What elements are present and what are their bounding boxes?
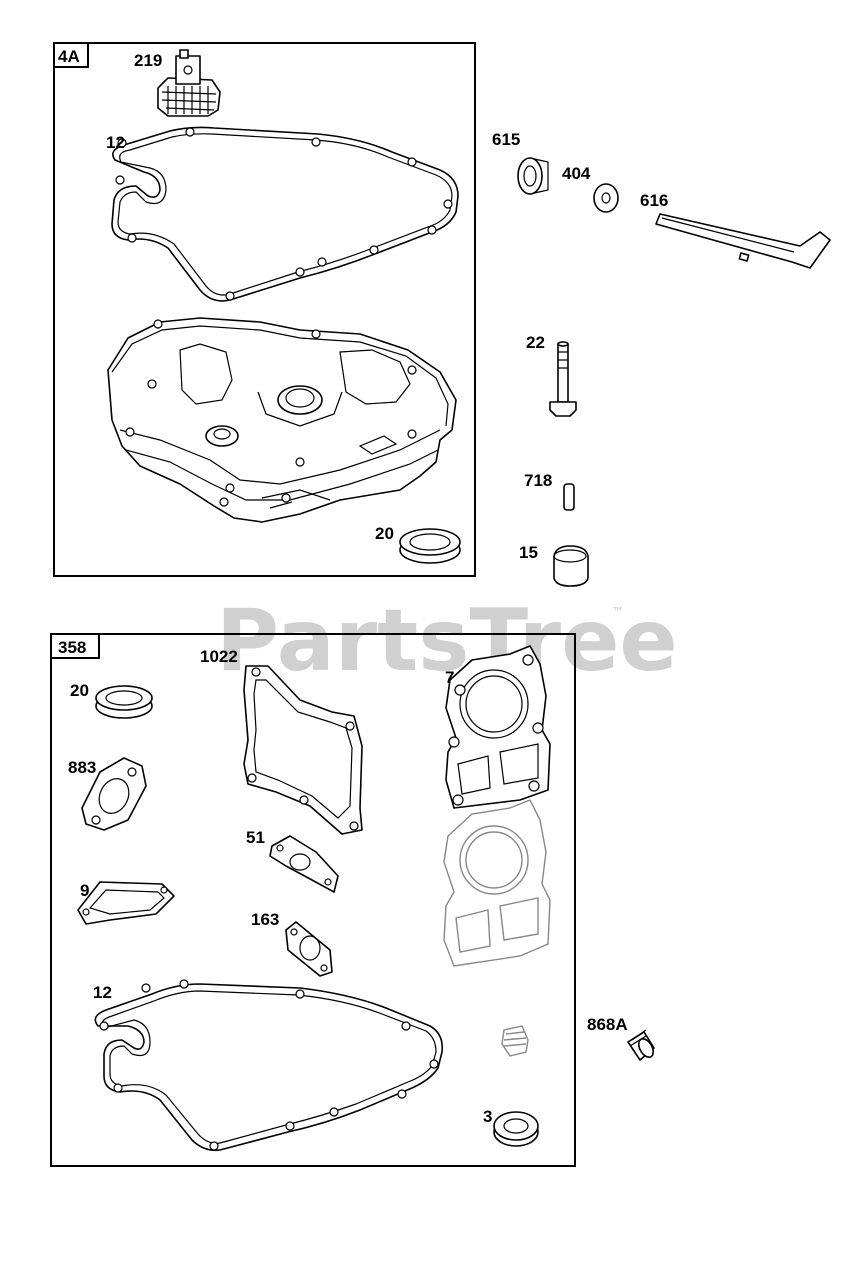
box-358: 358 (50, 633, 576, 1167)
label-163: 163 (251, 910, 279, 929)
part-9-gasket[interactable] (77, 881, 175, 925)
part-615-grommet[interactable] (517, 157, 549, 195)
part-404-washer[interactable] (593, 183, 619, 213)
part-spring-reference (501, 1025, 529, 1057)
label-51: 51 (246, 828, 265, 847)
part-718-dowel-pin[interactable] (563, 483, 575, 511)
box-4a: 4A (53, 42, 476, 577)
label-7: 7 (445, 668, 454, 687)
part-15-cap[interactable] (553, 545, 589, 587)
part-51-gasket[interactable] (269, 835, 339, 893)
label-219: 219 (134, 51, 162, 70)
label-20-top: 20 (375, 524, 394, 543)
label-3: 3 (483, 1107, 492, 1126)
part-22-bolt[interactable] (549, 341, 577, 417)
part-1022-valve-cover-gasket[interactable] (243, 665, 363, 835)
box-tag-4a: 4A (58, 47, 80, 66)
label-615: 615 (492, 130, 520, 149)
label-1022: 1022 (200, 647, 238, 666)
part-163-gasket[interactable] (285, 921, 333, 977)
watermark-trademark: ™ (612, 605, 624, 619)
label-868a: 868A (587, 1015, 628, 1034)
part-20-oil-seal-kit[interactable] (95, 685, 153, 719)
label-12-top: 12 (106, 133, 125, 152)
part-219-governor-gear[interactable] (157, 49, 221, 117)
label-616: 616 (640, 191, 668, 210)
part-head-gasket-reference (443, 799, 551, 967)
label-883: 883 (68, 758, 96, 777)
part-616-dipstick-tube[interactable] (655, 213, 831, 269)
part-883-gasket[interactable] (81, 757, 147, 831)
part-sump-housing[interactable] (107, 317, 457, 523)
label-718: 718 (524, 471, 552, 490)
part-12-sump-gasket[interactable] (111, 126, 459, 302)
label-20-bottom: 20 (70, 681, 89, 700)
label-9: 9 (80, 881, 89, 900)
part-20-oil-seal-top[interactable] (399, 528, 461, 564)
label-15: 15 (519, 543, 538, 562)
label-12-bottom: 12 (93, 983, 112, 1002)
box-tag-4a-frame (53, 42, 89, 68)
box-tag-358: 358 (58, 638, 86, 657)
box-tag-358-frame (50, 633, 100, 659)
label-404: 404 (562, 164, 591, 183)
watermark: PartsTree (216, 591, 678, 691)
label-22: 22 (526, 333, 545, 352)
part-868a-fitting[interactable] (627, 1029, 656, 1061)
part-12-sump-gasket-kit[interactable] (94, 979, 444, 1152)
part-3-seal[interactable] (493, 1111, 539, 1147)
part-7-head-gasket[interactable] (445, 645, 551, 809)
